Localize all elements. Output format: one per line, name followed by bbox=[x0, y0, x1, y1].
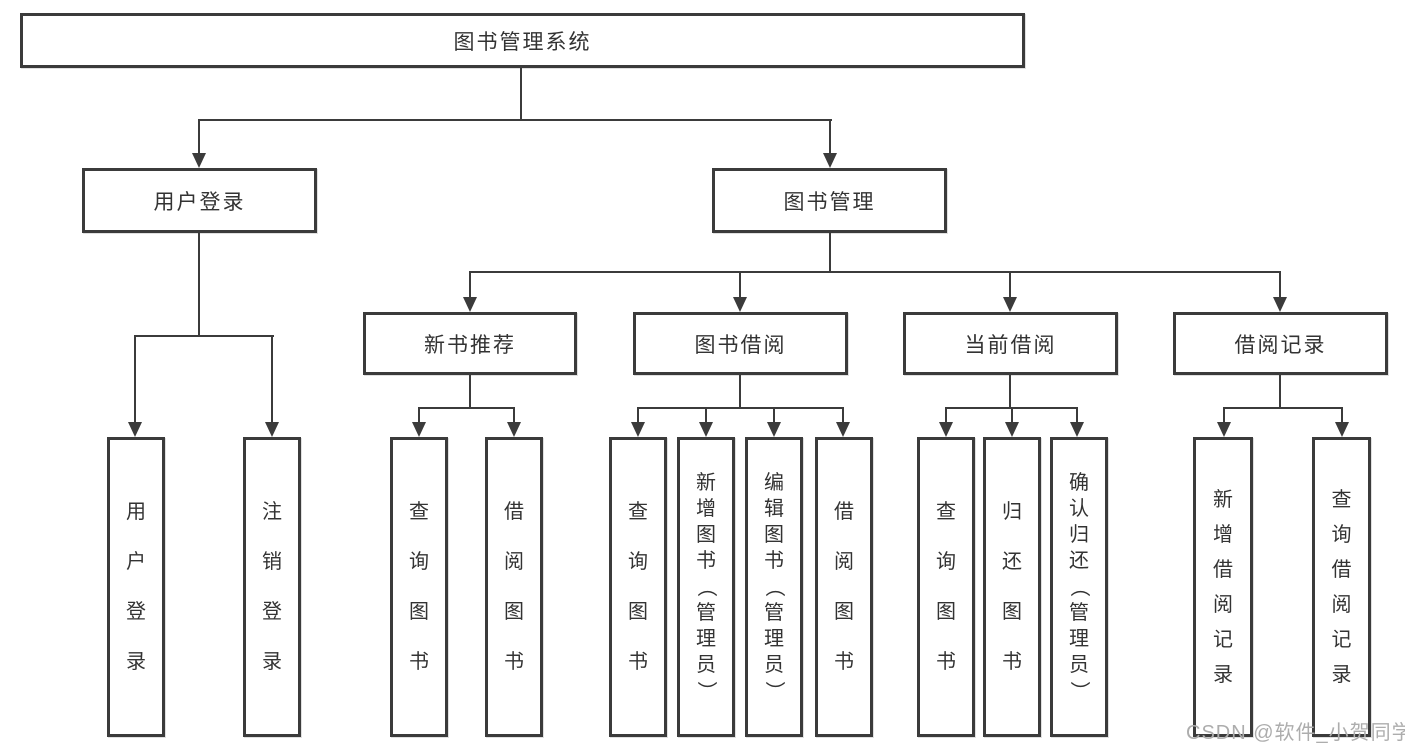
leaf-user-login: 用户登录 bbox=[107, 437, 165, 737]
leaf-return-books: 归还图书 bbox=[983, 437, 1041, 737]
leaf-logout: 注销登录 bbox=[243, 437, 301, 737]
connector-leaf-stub bbox=[1011, 407, 1013, 423]
node-book-borrow: 图书借阅 bbox=[633, 312, 848, 375]
node-book-mgmt: 图书管理 bbox=[712, 168, 947, 233]
node-current-borrow: 当前借阅 bbox=[903, 312, 1118, 375]
leaf-query-books-rec: 查询图书 bbox=[390, 437, 448, 737]
arrow-to-current-borrow bbox=[1003, 297, 1017, 312]
node-root: 图书管理系统 bbox=[20, 13, 1025, 68]
connector-book-borrow-branch bbox=[637, 407, 844, 409]
arrow-to-book-borrow bbox=[733, 297, 747, 312]
arrow-to-leaf-user-login bbox=[128, 422, 142, 437]
arrow-to-leaf bbox=[939, 422, 953, 437]
connector-borrow-records-stem bbox=[1279, 375, 1281, 409]
arrow-to-leaf bbox=[767, 422, 781, 437]
leaf-add-books-admin: 新增图书（管理员） bbox=[677, 437, 735, 737]
connector-leaf-stub bbox=[1076, 407, 1078, 423]
connector-leaf-stub bbox=[842, 407, 844, 423]
arrow-to-book-mgmt bbox=[823, 153, 837, 168]
leaf-query-books-borrow: 查询图书 bbox=[609, 437, 667, 737]
leaf-confirm-return-admin: 确认归还（管理员） bbox=[1050, 437, 1108, 737]
connector-to-current-borrow bbox=[1009, 271, 1011, 298]
leaf-borrow-books-rec: 借阅图书 bbox=[485, 437, 543, 737]
connector-leaf-stub bbox=[418, 407, 420, 423]
connector-root-to-book-mgmt bbox=[829, 119, 831, 155]
arrow-to-leaf bbox=[1005, 422, 1019, 437]
arrow-to-leaf bbox=[507, 422, 521, 437]
arrow-to-leaf bbox=[412, 422, 426, 437]
leaf-query-books-current: 查询图书 bbox=[917, 437, 975, 737]
connector-book-borrow-stem bbox=[739, 375, 741, 409]
connector-leaf-stub bbox=[1223, 407, 1225, 423]
arrow-to-leaf bbox=[1217, 422, 1231, 437]
connector-user-login-branch bbox=[134, 335, 274, 337]
connector-root-branch bbox=[198, 119, 832, 121]
connector-to-leaf-user-login bbox=[134, 335, 136, 423]
connector-to-leaf-logout bbox=[271, 335, 273, 423]
node-borrow-records: 借阅记录 bbox=[1173, 312, 1388, 375]
arrow-to-new-book-rec bbox=[463, 297, 477, 312]
arrow-to-user-login bbox=[192, 153, 206, 168]
connector-root-stem bbox=[520, 68, 522, 121]
connector-root-to-user-login bbox=[198, 119, 200, 155]
connector-to-book-borrow bbox=[739, 271, 741, 298]
leaf-query-borrow-record: 查询借阅记录 bbox=[1312, 437, 1371, 737]
arrow-to-leaf-logout bbox=[265, 422, 279, 437]
leaf-edit-books-admin: 编辑图书（管理员） bbox=[745, 437, 803, 737]
node-new-book-rec: 新书推荐 bbox=[363, 312, 577, 375]
connector-current-borrow-stem bbox=[1009, 375, 1011, 409]
connector-leaf-stub bbox=[1341, 407, 1343, 423]
arrow-to-leaf bbox=[836, 422, 850, 437]
arrow-to-borrow-records bbox=[1273, 297, 1287, 312]
connector-to-new-book-rec bbox=[469, 271, 471, 298]
arrow-to-leaf bbox=[699, 422, 713, 437]
connector-to-borrow-records bbox=[1279, 271, 1281, 298]
leaf-add-borrow-record: 新增借阅记录 bbox=[1193, 437, 1253, 737]
arrow-to-leaf bbox=[1335, 422, 1349, 437]
connector-leaf-stub bbox=[773, 407, 775, 423]
connector-leaf-stub bbox=[637, 407, 639, 423]
connector-leaf-stub bbox=[705, 407, 707, 423]
connector-leaf-stub bbox=[513, 407, 515, 423]
node-user-login: 用户登录 bbox=[82, 168, 317, 233]
connector-leaf-stub bbox=[945, 407, 947, 423]
connector-user-login-stem bbox=[198, 233, 200, 337]
watermark: CSDN @软件_小贺同学 bbox=[1186, 722, 1405, 744]
connector-new-book-rec-stem bbox=[469, 375, 471, 409]
connector-borrow-records-branch bbox=[1223, 407, 1343, 409]
arrow-to-leaf bbox=[1070, 422, 1084, 437]
connector-book-mgmt-branch bbox=[469, 271, 1281, 273]
connector-book-mgmt-stem bbox=[829, 233, 831, 273]
arrow-to-leaf bbox=[631, 422, 645, 437]
leaf-borrow-books: 借阅图书 bbox=[815, 437, 873, 737]
connector-new-book-rec-branch bbox=[418, 407, 515, 409]
